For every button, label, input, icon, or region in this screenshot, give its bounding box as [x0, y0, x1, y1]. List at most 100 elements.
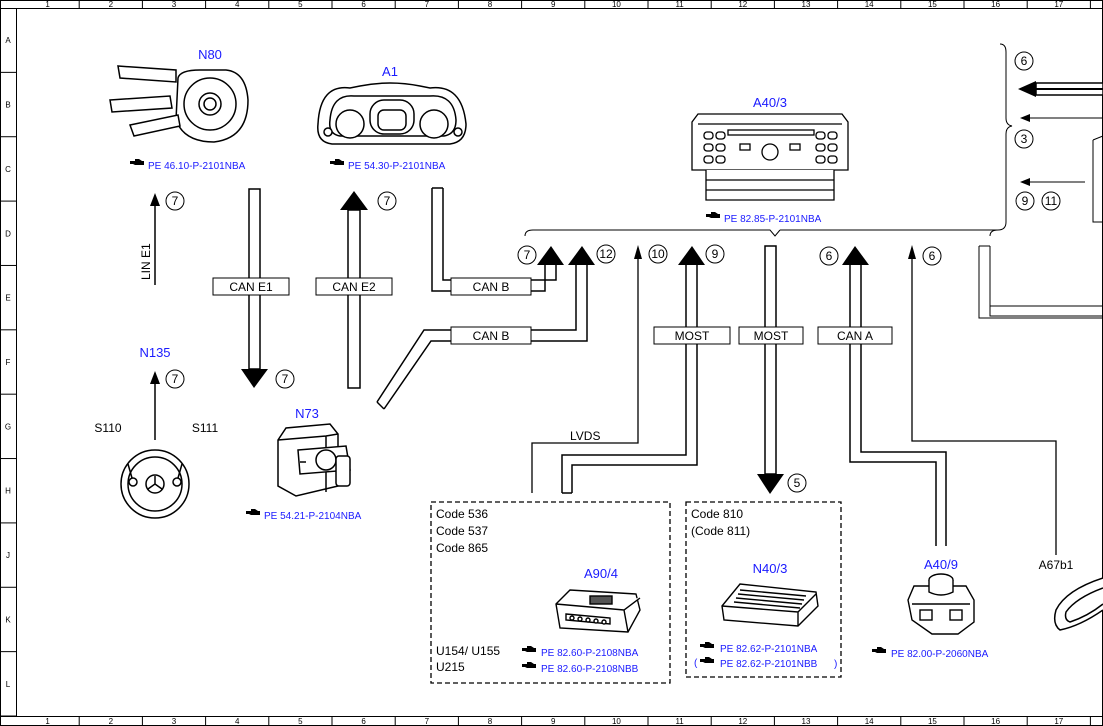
- a1-component[interactable]: A1 PE 54.30-P-2101NBA: [317, 64, 467, 172]
- svg-text:CAN B: CAN B: [473, 280, 510, 294]
- n73-ignition-icon: [277, 423, 351, 497]
- grid-col-label: 11: [675, 717, 684, 726]
- grid-row-label: A: [5, 36, 11, 45]
- grid-col-label: 3: [172, 717, 177, 726]
- svg-text:PE 46.10-P-2101NBA: PE 46.10-P-2101NBA: [148, 161, 246, 172]
- svg-text:CAN B: CAN B: [473, 329, 510, 343]
- grid-col-label: 2: [109, 0, 114, 9]
- svg-text:10: 10: [651, 247, 665, 261]
- grid-col-label: 12: [738, 717, 747, 726]
- svg-text:PE 54.30-P-2101NBA: PE 54.30-P-2101NBA: [348, 161, 446, 172]
- grid-row-label: D: [5, 229, 11, 238]
- svg-text:S110: S110: [94, 421, 121, 435]
- grid-col-label: 1: [45, 717, 50, 726]
- svg-text:PE 82.62-P-2101NBB: PE 82.62-P-2101NBB: [720, 659, 818, 670]
- grid-row-label: F: [6, 358, 11, 367]
- svg-text:Code 536: Code 536: [436, 507, 488, 521]
- most-up-bus: MOST 9: [561, 244, 731, 494]
- a67b1-camera-icon: [1053, 577, 1103, 631]
- grid-col-label: 13: [802, 0, 811, 9]
- steering-wheel-icon: [120, 449, 190, 519]
- svg-text:6: 6: [1021, 54, 1028, 68]
- n73-component[interactable]: N73 PE 54.21-P-2104NBA: [246, 406, 362, 522]
- a40-9-component[interactable]: A40/9 PE 82.00-P-2060NBA: [872, 557, 989, 660]
- n80-steering-module-icon: [109, 65, 249, 143]
- right-bracket-group: [524, 43, 1103, 319]
- svg-text:9: 9: [712, 247, 719, 261]
- can-e1-bus: CAN E1 7: [212, 188, 295, 389]
- a40-3-head-unit-icon: [691, 113, 849, 201]
- grid-rows: A B C D E F G H J K L: [0, 36, 16, 717]
- grid-row-label: H: [5, 487, 11, 496]
- a67b1-line: 6: [908, 245, 1057, 555]
- can-e2-bus: CAN E2 7: [315, 191, 397, 389]
- svg-text:A40/3: A40/3: [753, 95, 787, 110]
- marker-right-6: 6: [1014, 51, 1034, 71]
- grid-col-label: 11: [675, 0, 684, 9]
- can-a-bus: CAN A 6: [817, 246, 947, 546]
- svg-text:7: 7: [172, 372, 179, 386]
- grid-col-label: 3: [172, 0, 177, 9]
- most-down-bus: MOST 5: [738, 245, 807, 494]
- grid-row-label: G: [5, 422, 11, 431]
- a90-4-module-icon: [555, 589, 641, 633]
- grid-col-label: 1: [45, 0, 50, 9]
- svg-text:PE 82.62-P-2101NBA: PE 82.62-P-2101NBA: [720, 644, 818, 655]
- svg-text:LIN E1: LIN E1: [139, 243, 153, 280]
- svg-text:Code 865: Code 865: [436, 541, 488, 555]
- lin-e1-bus: LIN E1 7: [139, 191, 185, 285]
- svg-text:S111: S111: [192, 421, 219, 435]
- svg-text:): ): [834, 659, 837, 670]
- svg-text:7: 7: [282, 372, 289, 386]
- grid-row-label: C: [5, 165, 11, 174]
- grid-row-label: J: [6, 551, 10, 560]
- svg-text:N73: N73: [295, 406, 319, 421]
- grid-col-label: 4: [235, 0, 240, 9]
- grid-col-label: 10: [612, 0, 621, 9]
- can-b-upper-bus: CAN B 7: [431, 187, 564, 296]
- svg-text:MOST: MOST: [675, 329, 710, 343]
- svg-text:PE 82.60-P-2108NBB: PE 82.60-P-2108NBB: [541, 664, 639, 675]
- svg-text:Code 537: Code 537: [436, 524, 488, 538]
- svg-text:A67b1: A67b1: [1039, 558, 1074, 572]
- n80-component[interactable]: N80 PE 46.10-P-2101NBA: [109, 47, 249, 172]
- svg-text:3: 3: [1021, 132, 1028, 146]
- svg-text:11: 11: [1045, 194, 1058, 208]
- svg-text:CAN A: CAN A: [837, 329, 873, 343]
- svg-text:Code 810: Code 810: [691, 507, 743, 521]
- svg-text:PE 82.00-P-2060NBA: PE 82.00-P-2060NBA: [891, 649, 989, 660]
- grid-col-label: 5: [298, 0, 303, 9]
- svg-text:N80: N80: [198, 47, 222, 62]
- lvds-bus: LVDS 10: [531, 244, 668, 493]
- svg-text:7: 7: [524, 248, 531, 262]
- grid-col-label: 13: [802, 717, 811, 726]
- grid-columns: 1122334455667788991010111112121313141415…: [45, 0, 1091, 726]
- grid-col-label: 6: [361, 717, 366, 726]
- grid-col-label: 17: [1054, 0, 1063, 9]
- grid-row-label: E: [5, 294, 10, 303]
- a1-instrument-cluster-icon: [317, 82, 467, 145]
- svg-text:A40/9: A40/9: [924, 557, 958, 572]
- can-b-lower-bus: CAN B 12: [376, 244, 616, 410]
- a90-4-group[interactable]: Code 536 Code 537 Code 865 A90/4 U154/ U…: [430, 501, 671, 684]
- grid-col-label: 7: [425, 717, 430, 726]
- grid-col-label: 14: [865, 0, 874, 9]
- grid-col-label: 16: [991, 717, 1000, 726]
- grid-col-label: 15: [928, 717, 937, 726]
- grid-col-label: 4: [235, 717, 240, 726]
- grid-col-label: 14: [865, 717, 874, 726]
- grid-row-label: L: [6, 680, 11, 689]
- grid-col-label: 8: [488, 717, 493, 726]
- grid-row-label: K: [5, 615, 11, 624]
- svg-text:A90/4: A90/4: [584, 566, 618, 581]
- grid-col-label: 17: [1054, 717, 1063, 726]
- n135-component[interactable]: N135 7 S110 S111: [94, 345, 219, 519]
- svg-text:12: 12: [599, 247, 613, 261]
- a67b1-component[interactable]: A67b1: [1039, 558, 1103, 631]
- grid-row-label: B: [5, 101, 10, 110]
- svg-text:7: 7: [384, 194, 391, 208]
- a40-3-component[interactable]: A40/3 PE 82.85-P-2101NBA: [691, 95, 849, 225]
- n40-3-group[interactable]: Code 810 (Code 811) N40/3 PE 82.62-P-210…: [685, 501, 842, 678]
- grid-col-label: 9: [551, 717, 556, 726]
